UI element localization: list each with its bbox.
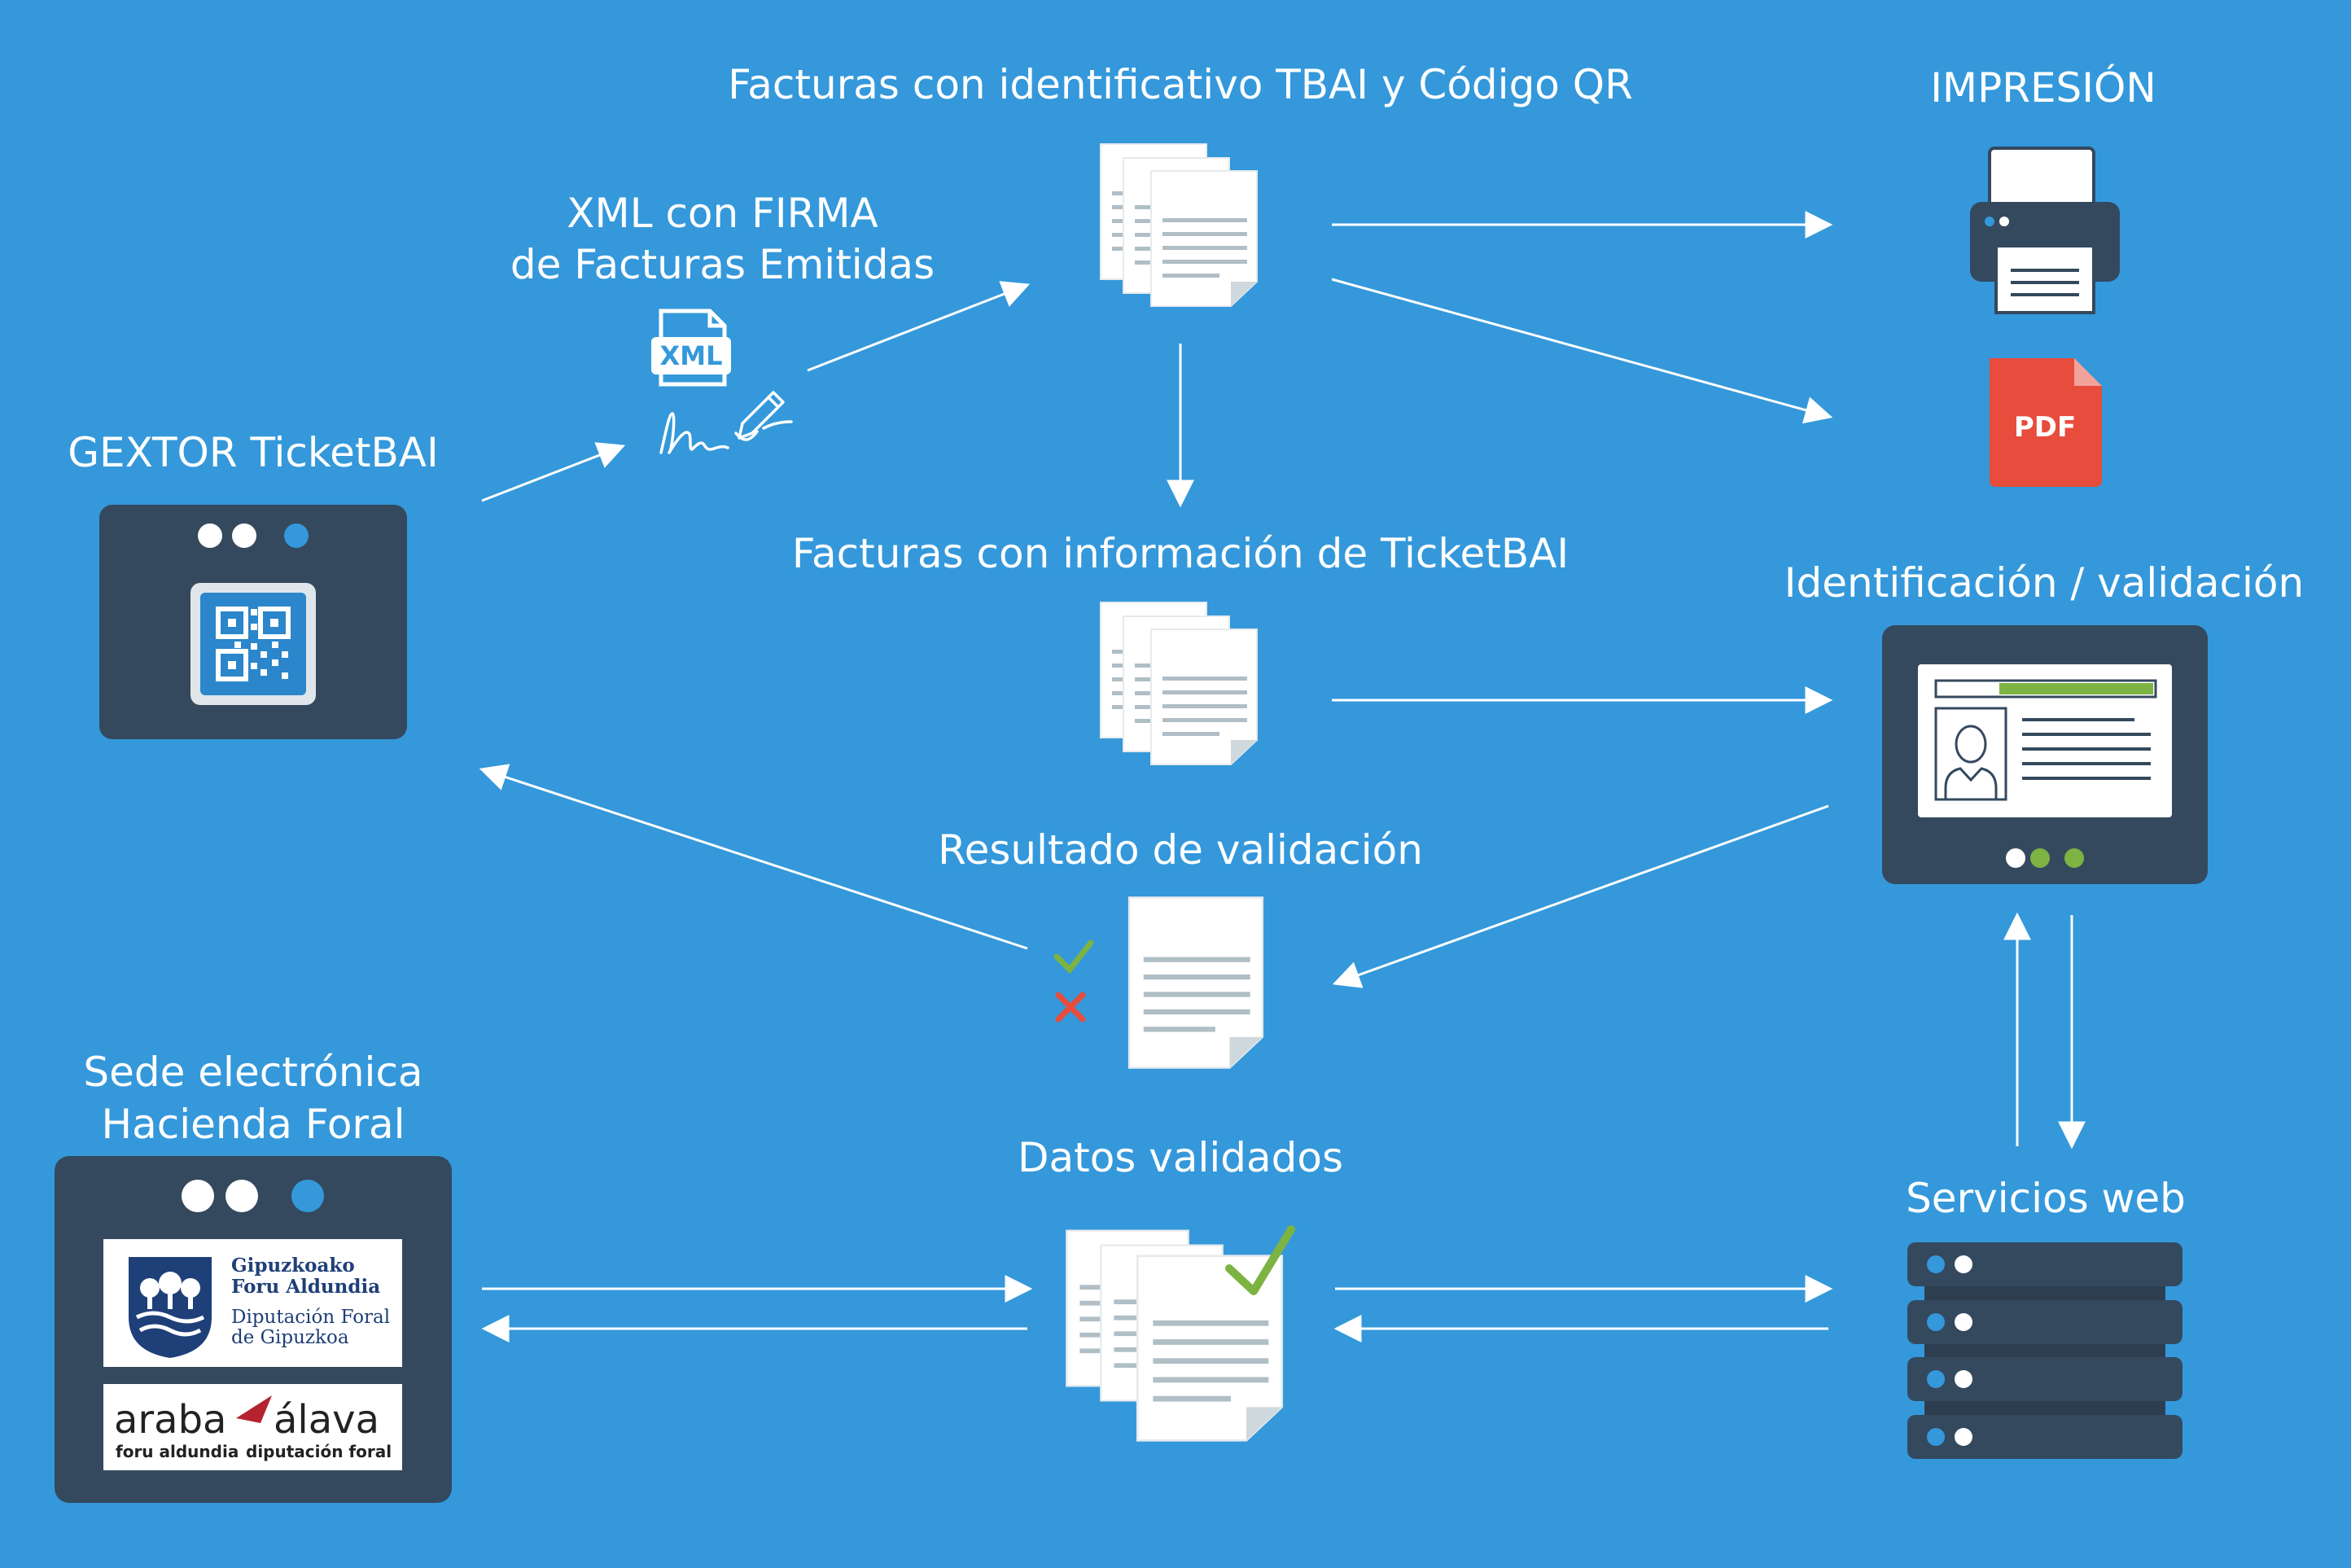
label-validation-result: Resultado de validación — [938, 826, 1423, 874]
label-sede-line1: Sede electrónica — [83, 1049, 423, 1096]
window-dot — [232, 523, 256, 548]
label-sede-line2: Hacienda Foral — [101, 1101, 405, 1148]
pdf-icon: PDF — [1990, 358, 2102, 487]
arrows — [479, 211, 2086, 1342]
validated-data-stack — [1065, 1225, 1295, 1442]
invoice-stack-ticketbai — [1100, 602, 1258, 765]
label-gextor: GEXTOR TicketBAI — [68, 429, 439, 476]
window-dot — [198, 523, 222, 548]
validation-result-doc — [1127, 896, 1264, 1069]
alava-logo-sub1: foru aldundia — [116, 1442, 239, 1461]
label-xml-line2: de Facturas Emitidas — [510, 241, 935, 288]
identification-panel — [1882, 625, 2208, 884]
arrow-invoices-to-pdf — [1331, 278, 1833, 424]
window-dot — [2006, 848, 2025, 868]
sede-panel: Gipuzkoako Foru Aldundia Diputación Fora… — [55, 1156, 452, 1503]
user-icon — [1934, 707, 2007, 801]
label-xml-line1: XML con FIRMA — [567, 190, 878, 237]
window-dot — [2030, 848, 2050, 868]
window-dot — [284, 523, 309, 548]
label-printing: IMPRESIÓN — [1930, 64, 2156, 112]
invoice-stack-tbai — [1100, 143, 1258, 307]
alava-logo: araba álava foru aldundia diputación for… — [103, 1384, 402, 1470]
gipuzkoa-logo-line1: Gipuzkoako — [231, 1255, 355, 1277]
label-web-services: Servicios web — [1906, 1175, 2186, 1222]
arrow-xml-to-invoices — [807, 281, 1031, 372]
cross-icon — [1055, 992, 1086, 1023]
gipuzkoa-logo: Gipuzkoako Foru Aldundia Diputación Fora… — [103, 1239, 402, 1367]
window-dot — [291, 1180, 324, 1212]
arrow-identification-to-result — [1332, 804, 1829, 988]
signature-icon — [659, 391, 793, 454]
label-identification: Identificación / validación — [1784, 559, 2305, 607]
printer-icon — [1970, 147, 2120, 314]
window-dot — [182, 1180, 214, 1212]
check-icon — [1225, 1225, 1295, 1295]
alava-logo-word2: álava — [274, 1397, 379, 1443]
check-icon — [1053, 939, 1094, 975]
qr-code-icon — [190, 583, 316, 705]
xml-file-icon: XML — [651, 309, 731, 387]
gipuzkoa-logo-line4: de Gipuzkoa — [231, 1327, 349, 1348]
gipuzkoa-logo-line3: Diputación Foral — [231, 1307, 390, 1328]
gipuzkoa-logo-line2: Foru Aldundia — [231, 1276, 380, 1298]
label-validated-data: Datos validados — [1017, 1134, 1344, 1181]
gextor-panel — [99, 505, 407, 739]
label-tbai-qr-invoices: Facturas con identificativo TBAI y Códig… — [728, 61, 1633, 108]
window-dot — [225, 1180, 258, 1212]
server-icon — [1907, 1242, 2182, 1459]
pdf-badge: PDF — [2014, 411, 2076, 444]
label-info-invoices: Facturas con información de TicketBAI — [791, 530, 1570, 577]
arrow-gextor-to-xml — [481, 442, 626, 502]
alava-logo-word1: araba — [114, 1397, 226, 1443]
xml-badge: XML — [660, 340, 723, 371]
window-dot — [2064, 848, 2084, 868]
alava-logo-sub2: diputación foral — [246, 1442, 392, 1461]
arrow-result-to-gextor — [479, 764, 1028, 950]
